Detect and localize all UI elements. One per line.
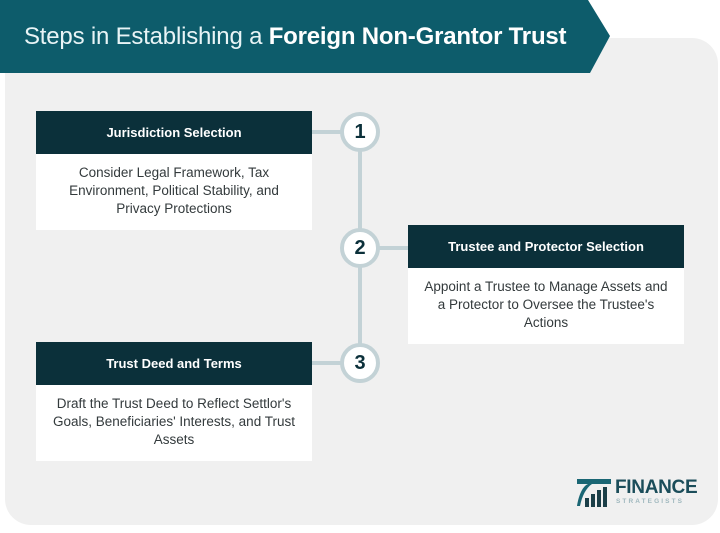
finance-strategists-logo-icon <box>577 479 611 507</box>
step-description: Draft the Trust Deed to Reflect Settlor'… <box>53 396 295 447</box>
step-number-1: 1 <box>340 112 380 152</box>
banner-shape <box>0 0 610 73</box>
step-number-2: 2 <box>340 228 380 268</box>
step-title: Jurisdiction Selection <box>36 111 312 154</box>
page-title: Steps in Establishing a Foreign Non-Gran… <box>24 22 567 52</box>
step-card-3: Trust Deed and Terms Draft the Trust Dee… <box>36 342 312 461</box>
step-title: Trustee and Protector Selection <box>408 225 684 268</box>
finance-strategists-logo: FINANCE STRATEGISTS <box>576 477 698 510</box>
step-description: Consider Legal Framework, Tax Environmen… <box>69 165 279 216</box>
title-regular: Steps in Establishing a <box>24 23 269 50</box>
connector-step-2 <box>378 246 408 250</box>
connector-step-1 <box>312 130 342 134</box>
step-description: Appoint a Trustee to Manage Assets and a… <box>424 279 668 330</box>
step-card-1: Jurisdiction Selection Consider Legal Fr… <box>36 111 312 230</box>
step-title: Trust Deed and Terms <box>36 342 312 385</box>
title-banner: Steps in Establishing a Foreign Non-Gran… <box>0 0 612 73</box>
title-bold: Foreign Non-Grantor Trust <box>268 23 567 50</box>
logo-subtitle: STRATEGISTS <box>616 498 685 505</box>
step-number-3: 3 <box>340 343 380 383</box>
logo-wordmark: FINANCE <box>615 477 698 498</box>
step-card-2: Trustee and Protector Selection Appoint … <box>408 225 684 344</box>
connector-step-3 <box>312 361 342 365</box>
